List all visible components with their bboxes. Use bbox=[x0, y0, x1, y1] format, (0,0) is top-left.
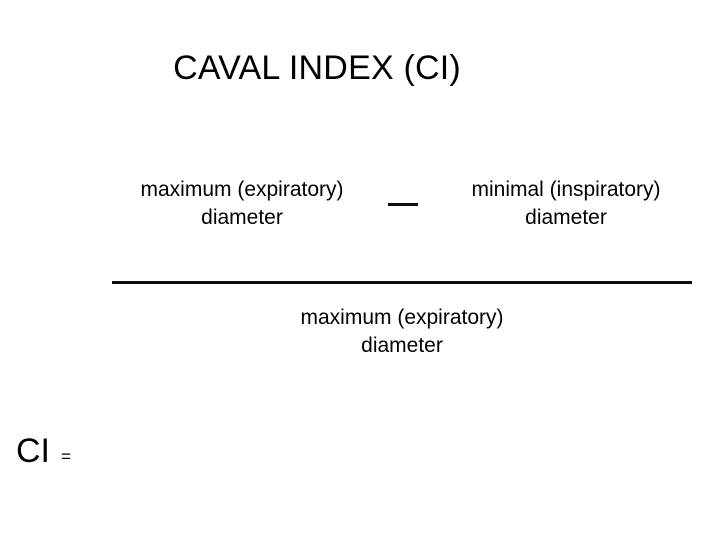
fraction-denominator: maximum (expiratory) diameter bbox=[112, 304, 692, 360]
numerator-term-minimal-diameter: minimal (inspiratory) diameter bbox=[436, 176, 696, 232]
denominator-line2: diameter bbox=[361, 334, 443, 357]
fraction-bar bbox=[112, 281, 692, 284]
page-title: CAVAL INDEX (CI) bbox=[173, 49, 461, 87]
formula-variable-ci: CI bbox=[16, 432, 50, 470]
denominator-line1: maximum (expiratory) bbox=[300, 306, 504, 329]
numerator-term-left-line1: maximum (expiratory) bbox=[140, 178, 344, 201]
equals-sign: = bbox=[61, 447, 71, 466]
minus-sign-bar bbox=[388, 203, 418, 206]
numerator-term-right-line1: minimal (inspiratory) bbox=[471, 178, 661, 201]
formula-left-hand-side: CI = bbox=[16, 434, 71, 468]
numerator-term-left-line2: diameter bbox=[201, 206, 283, 229]
fraction-numerator: maximum (expiratory) diameter minimal (i… bbox=[112, 176, 696, 232]
minus-sign-icon bbox=[382, 176, 426, 206]
numerator-term-right-line2: diameter bbox=[525, 206, 607, 229]
numerator-term-maximum-diameter: maximum (expiratory) diameter bbox=[112, 176, 372, 232]
caval-index-formula: CI = maximum (expiratory) diameter minim… bbox=[0, 176, 728, 468]
